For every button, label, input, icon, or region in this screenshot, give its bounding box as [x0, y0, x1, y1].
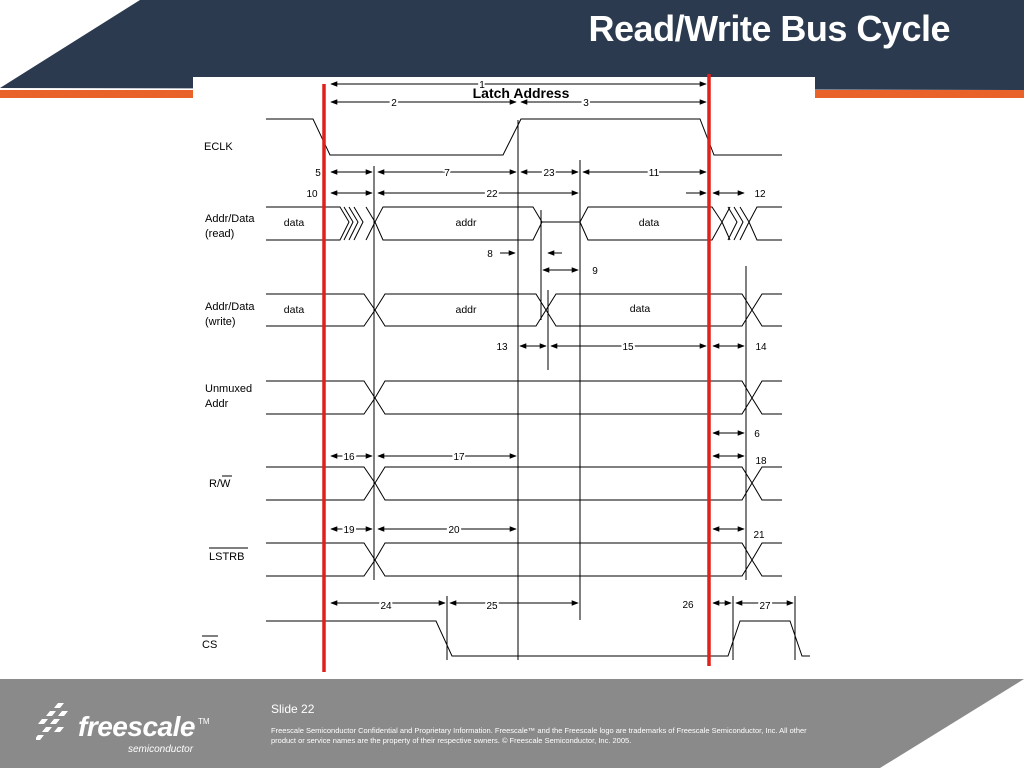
- header-navy-band: [0, 0, 1024, 90]
- timing-num-1: 1: [479, 80, 485, 91]
- timing-num-23: 23: [543, 168, 555, 179]
- timing-num-19: 19: [343, 525, 355, 536]
- signal-unmuxed-line2: Addr: [205, 398, 229, 410]
- timing-num-17: 17: [453, 452, 465, 463]
- unmuxed-waveform: [266, 380, 782, 415]
- timing-num-14: 14: [755, 342, 767, 353]
- timing-num-6: 6: [754, 429, 760, 440]
- footer: freescale TM semiconductor Slide 22 Free…: [0, 679, 1024, 768]
- signal-eclk: ECLK: [204, 141, 233, 153]
- timing-num-25: 25: [486, 601, 498, 612]
- signal-lstrb: LSTRB: [209, 551, 244, 563]
- logo-wordmark: freescale: [78, 711, 195, 742]
- footer-shape: [880, 679, 1024, 768]
- bus-label-write-data-1: data: [284, 304, 305, 316]
- addr-read-waveform: [266, 206, 782, 241]
- timing-num-27: 27: [759, 601, 771, 612]
- bus-label-write-addr: addr: [455, 304, 477, 316]
- timing-num-11: 11: [649, 168, 660, 179]
- timing-num-21: 21: [753, 530, 765, 541]
- bus-label-read-addr: addr: [455, 217, 477, 229]
- eclk-waveform: [266, 118, 782, 156]
- timing-num-20: 20: [448, 525, 460, 536]
- freescale-logo-icon: [36, 703, 68, 740]
- freescale-logo: freescale TM semiconductor: [36, 699, 236, 759]
- timing-num-16: 16: [343, 452, 355, 463]
- timing-num-2: 2: [391, 98, 397, 109]
- signal-rw: R/W: [209, 478, 231, 490]
- cs-waveform: [266, 620, 810, 657]
- reference-lines: [373, 120, 796, 660]
- timing-num-26: 26: [682, 600, 694, 611]
- signal-addr-read-line1: Addr/Data: [205, 213, 255, 225]
- lstrb-waveform: [266, 542, 782, 577]
- timing-num-8: 8: [487, 249, 493, 260]
- addr-write-waveform: [266, 293, 782, 327]
- signal-addr-read-line2: (read): [205, 228, 234, 240]
- logo-subtitle: semiconductor: [128, 744, 194, 755]
- slide-title: Read/Write Bus Cycle: [588, 8, 951, 49]
- rw-waveform: [266, 466, 782, 501]
- diagram-panel: [193, 77, 815, 678]
- signal-addr-write-line2: (write): [205, 316, 236, 328]
- timing-num-18: 18: [755, 456, 767, 467]
- legal-notice: Freescale Semiconductor Confidential and…: [271, 726, 807, 745]
- signal-cs: CS: [202, 639, 217, 651]
- latch-address-annotation: Latch Address: [473, 85, 570, 101]
- bus-label-write-data-2: data: [630, 303, 651, 315]
- timing-num-24: 24: [380, 601, 392, 612]
- signal-unmuxed-line1: Unmuxed: [205, 383, 252, 395]
- timing-num-15: 15: [622, 342, 634, 353]
- timing-num-7: 7: [444, 168, 450, 179]
- timing-num-10: 10: [306, 189, 318, 200]
- timing-num-9: 9: [592, 266, 598, 277]
- signal-addr-write-line1: Addr/Data: [205, 301, 255, 313]
- single-arrows: [500, 190, 707, 256]
- timing-num-5: 5: [315, 168, 321, 179]
- timing-num-13: 13: [496, 342, 508, 353]
- overbars: [202, 475, 248, 637]
- timing-arrows: [330, 81, 794, 606]
- bus-label-read-data-2: data: [639, 217, 660, 229]
- timing-num-3: 3: [583, 98, 589, 109]
- timing-num-12: 12: [754, 189, 766, 200]
- slide-number: Slide 22: [271, 702, 315, 716]
- timing-num-22: 22: [486, 189, 498, 200]
- logo-trademark: TM: [198, 717, 210, 726]
- bus-label-read-data-1: data: [284, 217, 305, 229]
